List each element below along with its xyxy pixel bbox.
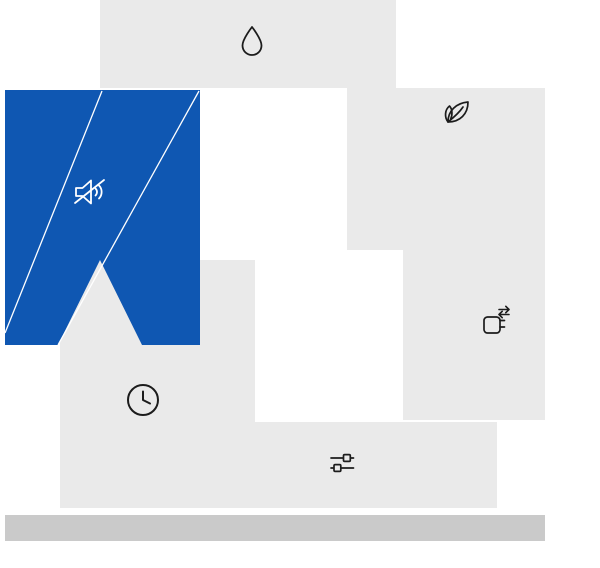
panel-bottom-center[interactable] <box>200 422 497 508</box>
bottom-bar <box>5 515 545 541</box>
panel-upper-right[interactable] <box>347 88 545 250</box>
droplet-icon <box>232 22 272 62</box>
speaker-mute-icon <box>68 170 112 214</box>
connector-swap-icon <box>475 300 517 342</box>
ribbon-shape <box>5 90 200 345</box>
leaf-icon <box>437 94 477 134</box>
mute-ribbon[interactable] <box>5 90 200 345</box>
panel-mid-right[interactable] <box>403 250 545 420</box>
clock-icon <box>123 380 163 420</box>
panel-top[interactable] <box>100 0 396 88</box>
sliders-icon <box>324 445 360 481</box>
